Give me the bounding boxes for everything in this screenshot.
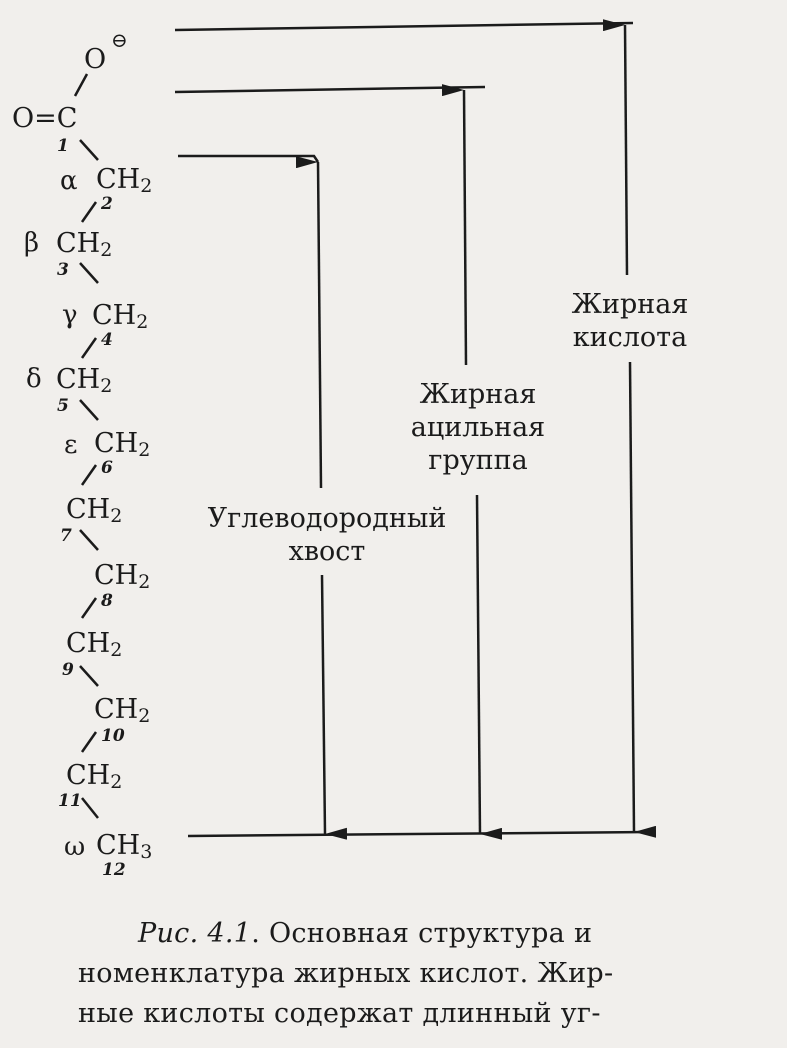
label-fatty-acid: Жирная кислота bbox=[552, 286, 708, 356]
position-7: 7 bbox=[60, 526, 72, 546]
carbon-11: CH2 bbox=[66, 760, 123, 793]
position-8: 8 bbox=[101, 591, 113, 611]
acyl-top-line bbox=[174, 85, 486, 94]
tail-arrow-up bbox=[295, 156, 323, 489]
acid-arrow-down bbox=[628, 361, 657, 838]
position-10: 10 bbox=[101, 726, 125, 746]
greek-epsilon: ε bbox=[64, 430, 78, 460]
carbon-2: CH2 bbox=[96, 164, 153, 197]
tail-top-line bbox=[178, 154, 320, 163]
acyl-arrow-down bbox=[475, 494, 503, 840]
position-12: 12 bbox=[102, 860, 126, 880]
carbon-3: CH2 bbox=[56, 228, 113, 261]
carbon-12-terminal: CH3 bbox=[96, 830, 153, 863]
base-line bbox=[187, 830, 646, 838]
negative-charge: ⊖ bbox=[111, 28, 128, 52]
greek-alpha: α bbox=[60, 166, 78, 196]
acid-top-line bbox=[174, 21, 634, 32]
position-4: 4 bbox=[101, 330, 113, 350]
greek-beta: β bbox=[24, 228, 40, 258]
tail-arrow-down bbox=[320, 574, 348, 840]
acyl-arrow-up bbox=[441, 84, 468, 366]
acid-arrow-up bbox=[602, 19, 629, 276]
carbonyl-group: O=C bbox=[12, 103, 78, 134]
chain-bonds bbox=[73, 73, 99, 819]
carbon-10: CH2 bbox=[94, 694, 151, 727]
carbon-7: CH2 bbox=[66, 494, 123, 527]
carbon-9: CH2 bbox=[66, 628, 123, 661]
carbon-4: CH2 bbox=[92, 300, 149, 333]
position-5: 5 bbox=[57, 396, 69, 416]
carbon-6: CH2 bbox=[94, 428, 151, 461]
carbon-8: CH2 bbox=[94, 560, 151, 593]
figure-ref: Рис. 4.1 bbox=[138, 918, 252, 949]
oxygen-anion: O bbox=[84, 44, 107, 75]
figure-caption: Рис. 4.1. Основная структура и номенклат… bbox=[78, 918, 614, 1029]
label-fatty-acyl-group: Жирная ацильная группа bbox=[392, 376, 564, 479]
greek-delta: δ bbox=[26, 364, 42, 394]
position-3: 3 bbox=[57, 260, 69, 280]
greek-omega: ω bbox=[64, 832, 86, 862]
position-1: 1 bbox=[57, 136, 69, 156]
carbon-5: CH2 bbox=[56, 364, 113, 397]
position-2: 2 bbox=[101, 194, 113, 214]
greek-gamma: γ bbox=[62, 300, 78, 330]
position-9: 9 bbox=[62, 660, 74, 680]
position-6: 6 bbox=[101, 458, 113, 478]
label-hydrocarbon-tail: Углеводородный хвост bbox=[186, 500, 468, 570]
position-11: 11 bbox=[58, 791, 82, 811]
